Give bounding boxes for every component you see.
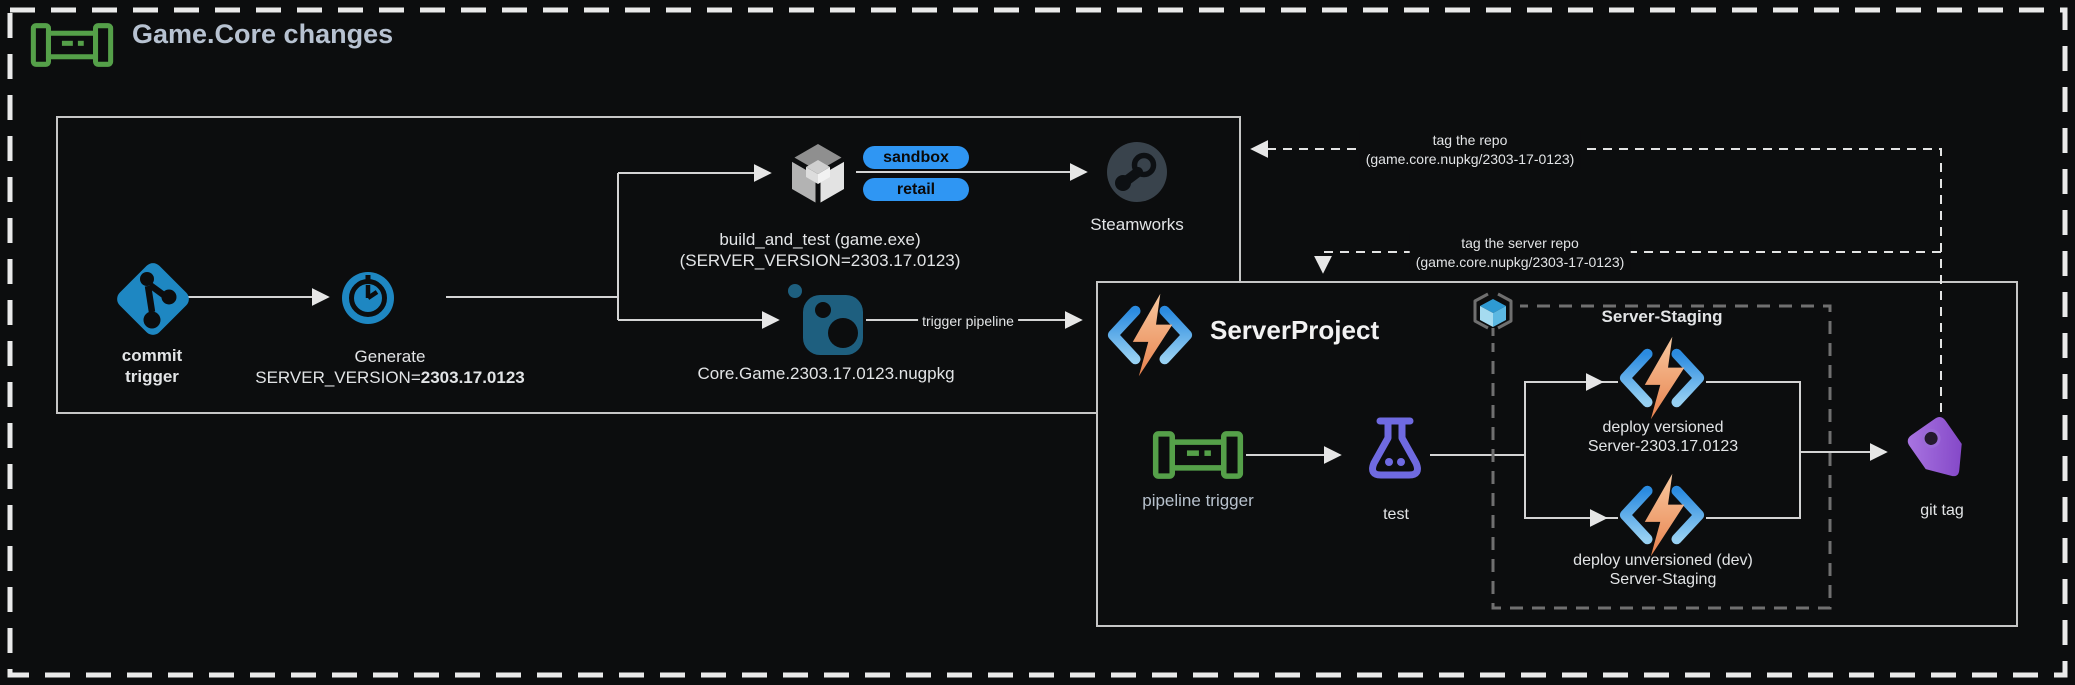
tag-server-repo-label: tag the server repo (game.core.nupkg/230…	[1409, 234, 1631, 272]
test-flask-icon	[1363, 414, 1427, 499]
pipeline-trigger-label: pipeline trigger	[1142, 491, 1254, 510]
pipeline-icon	[30, 22, 114, 73]
steamworks-label: Steamworks	[1090, 215, 1184, 234]
git-tag-label: git tag	[1920, 502, 1964, 519]
generate-label: Generate SERVER_VERSION=2303.17.0123	[255, 347, 525, 387]
azure-functions-icon	[1106, 292, 1194, 383]
pipeline-trigger-icon	[1152, 430, 1244, 485]
deploy-unversioned-icon	[1618, 472, 1706, 563]
nuget-icon	[788, 284, 868, 365]
trigger-pipeline-label: trigger pipeline	[918, 312, 1018, 331]
nuget-package-label: Core.Game.2303.17.0123.nugpkg	[697, 364, 955, 383]
git-tag-icon	[1903, 415, 1981, 498]
diagram-title: Game.Core changes	[132, 19, 394, 49]
test-label: test	[1383, 506, 1409, 523]
build-and-test-label: build_and_test (game.exe) (SERVER_VERSIO…	[679, 230, 961, 270]
artifact-package-icon	[1466, 290, 1520, 343]
badge-retail: retail	[863, 178, 969, 201]
deploy-versioned-label: deploy versioned Server-2303.17.0123	[1587, 419, 1739, 455]
clock-icon	[340, 270, 396, 331]
badge-sandbox: sandbox	[863, 146, 969, 169]
server-staging-title: Server-Staging	[1601, 307, 1723, 326]
deploy-versioned-icon	[1618, 335, 1706, 426]
tag-repo-label: tag the repo (game.core.nupkg/2303-17-01…	[1359, 131, 1581, 169]
unity-icon	[780, 136, 856, 217]
server-project-title: ServerProject	[1210, 315, 1380, 345]
deploy-unversioned-label: deploy unversioned (dev) Server-Staging	[1573, 552, 1753, 588]
commit-trigger-label: commit trigger	[121, 346, 183, 386]
git-commit-icon	[112, 258, 194, 345]
steamworks-icon	[1106, 141, 1168, 208]
